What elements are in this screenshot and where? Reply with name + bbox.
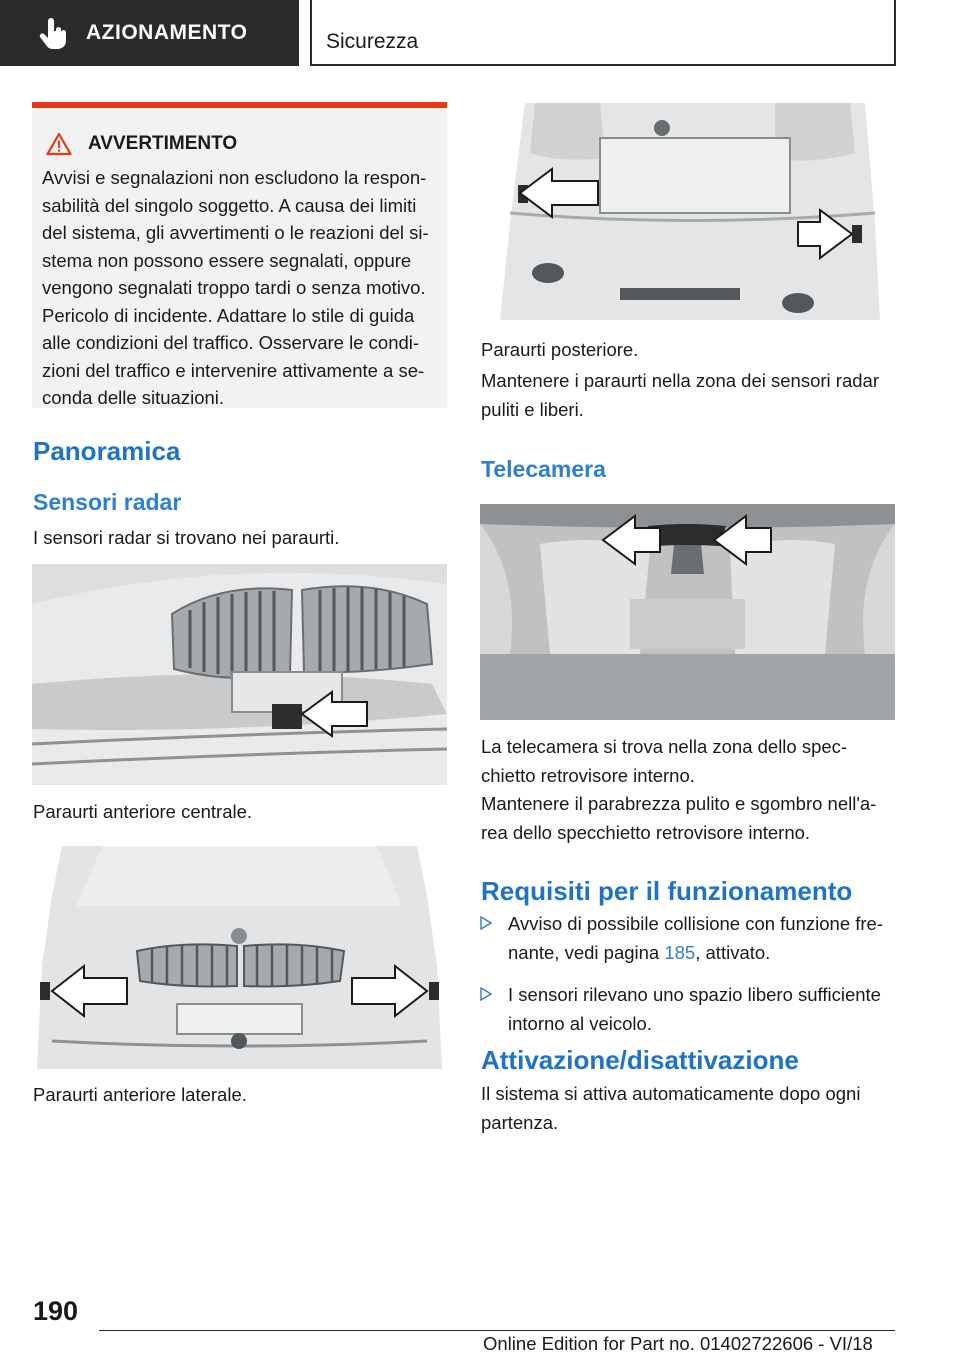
front-bumper-center-image <box>32 564 447 785</box>
warning-title-text: AVVERTIMENTO <box>88 133 238 154</box>
warning-box: AVVERTIMENTO Avvisi e segnalazioni non e… <box>32 102 447 408</box>
requirements-list: Avviso di possibile collisione con funzi… <box>480 910 900 1052</box>
heading-telecamera: Telecamera <box>481 456 606 482</box>
warning-text: Avvisi e segnalazioni non escludono la r… <box>42 167 429 408</box>
section-header <box>312 0 896 66</box>
requirement-1-suffix: , attivato. <box>695 941 771 963</box>
triangle-bullet-icon <box>480 987 492 1001</box>
heading-requisiti: Requisiti per il funzionamento <box>481 876 853 906</box>
attivazione-text: Il sistema si attiva automaticamente dop… <box>481 1083 861 1133</box>
caption-front-center: Paraurti anteriore centrale. <box>33 801 253 822</box>
list-item: I sensori rilevano uno spazio libero suf… <box>480 981 900 1038</box>
page-link-185[interactable]: 185 <box>664 941 696 963</box>
caption-rear: Paraurti posteriore. <box>481 339 639 360</box>
requirement-1-text: Avviso di possibile collisione con funzi… <box>508 913 883 963</box>
warning-title: AVVERTIMENTO <box>46 132 435 156</box>
header-separator <box>310 0 312 66</box>
radar-intro: I sensori radar si trovano nei paraurti. <box>33 527 340 548</box>
heading-panoramica: Panoramica <box>33 436 181 466</box>
list-item: Avviso di possibile collisione con funzi… <box>480 910 900 967</box>
chapter-tab[interactable]: AZIONAMENTO <box>0 0 299 66</box>
requirement-2-text: I sensori rilevano uno spazio libero suf… <box>508 984 881 1034</box>
hand-pointer-icon <box>39 18 66 49</box>
page-number: 190 <box>33 1296 79 1326</box>
camera-image <box>480 504 895 720</box>
heading-sensori-radar: Sensori radar <box>33 489 182 515</box>
front-bumper-side-image <box>32 846 447 1069</box>
section-title: Sicurezza <box>326 30 419 53</box>
footer-edition: Online Edition for Part no. 01402722606 … <box>483 1333 873 1354</box>
footer-divider <box>99 1330 895 1331</box>
chapter-tab-label: AZIONAMENTO <box>86 21 248 44</box>
warning-triangle-icon <box>46 132 72 156</box>
triangle-bullet-icon <box>480 916 492 930</box>
rear-bumper-text: Mantenere i paraurti nella zona dei sens… <box>481 370 879 420</box>
camera-text-1: La telecamera si trova nella zona dello … <box>481 736 848 786</box>
heading-attivazione: Attivazione/disattivazione <box>481 1045 799 1075</box>
caption-front-side: Paraurti anteriore laterale. <box>33 1084 247 1105</box>
camera-text-2: Mantenere il parabrezza pulito e sgombro… <box>481 793 877 843</box>
rear-bumper-image <box>480 103 895 320</box>
